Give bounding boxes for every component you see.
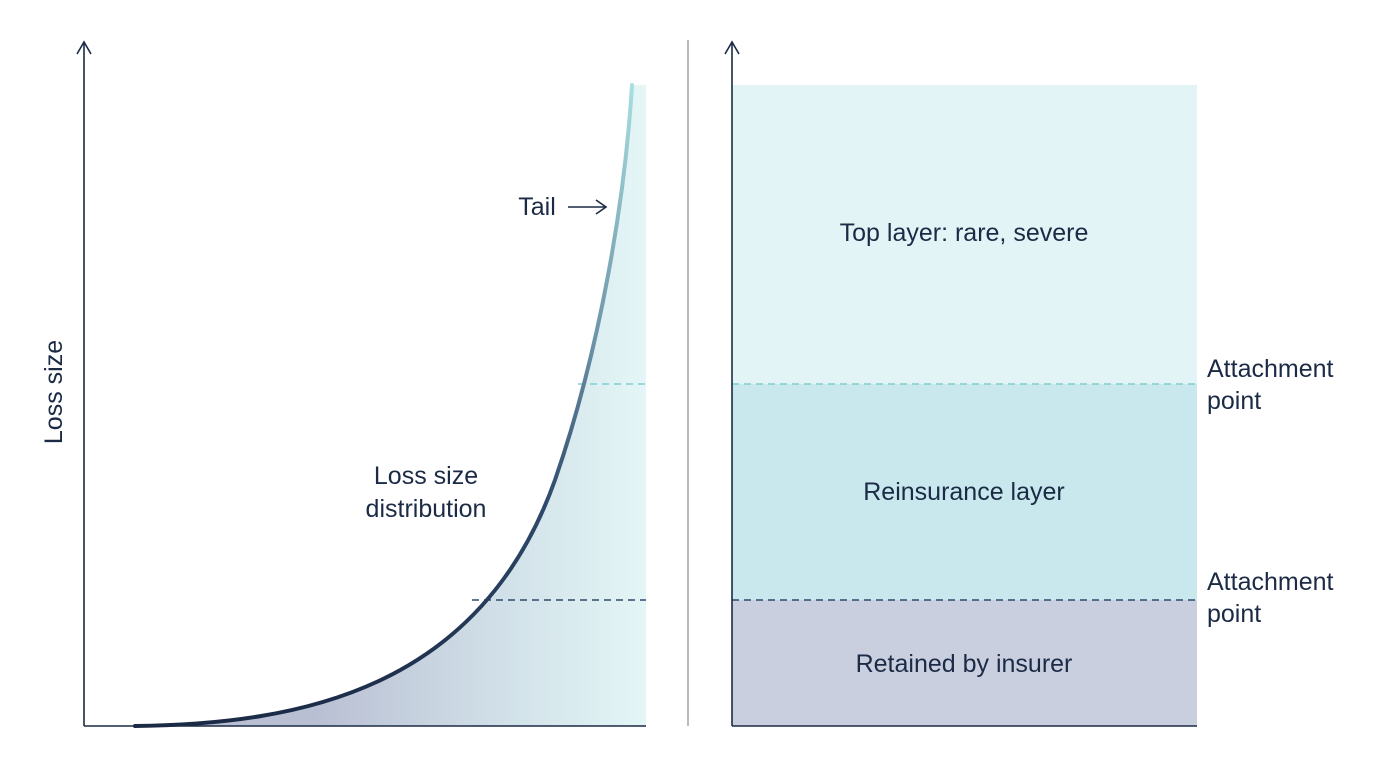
top-layer-label: Top layer: rare, severe — [840, 219, 1089, 247]
y-axis-label: Loss size — [40, 340, 68, 444]
y-axis-arrow-right — [724, 40, 740, 55]
distribution-label-line2: distribution — [366, 495, 487, 523]
y-axis-arrow-left — [76, 40, 92, 55]
reinsurance-layer-label: Reinsurance layer — [863, 478, 1065, 506]
distribution-label-line1: Loss size — [374, 462, 478, 490]
retained-layer-label: Retained by insurer — [856, 650, 1073, 678]
top-layer-band — [732, 85, 1197, 384]
upper-attachment-label-line1: Attachment — [1207, 355, 1334, 383]
tail-label: Tail — [518, 193, 556, 221]
right-arrow-icon — [568, 199, 608, 215]
distribution-curve — [133, 83, 634, 728]
lower-attachment-label-line1: Attachment — [1207, 568, 1334, 596]
distribution-area — [135, 85, 646, 726]
lower-attachment-label-line2: point — [1207, 600, 1261, 628]
retained-layer-band — [732, 600, 1197, 726]
reinsurance-layer-band — [732, 384, 1197, 600]
upper-attachment-label-line2: point — [1207, 387, 1261, 415]
